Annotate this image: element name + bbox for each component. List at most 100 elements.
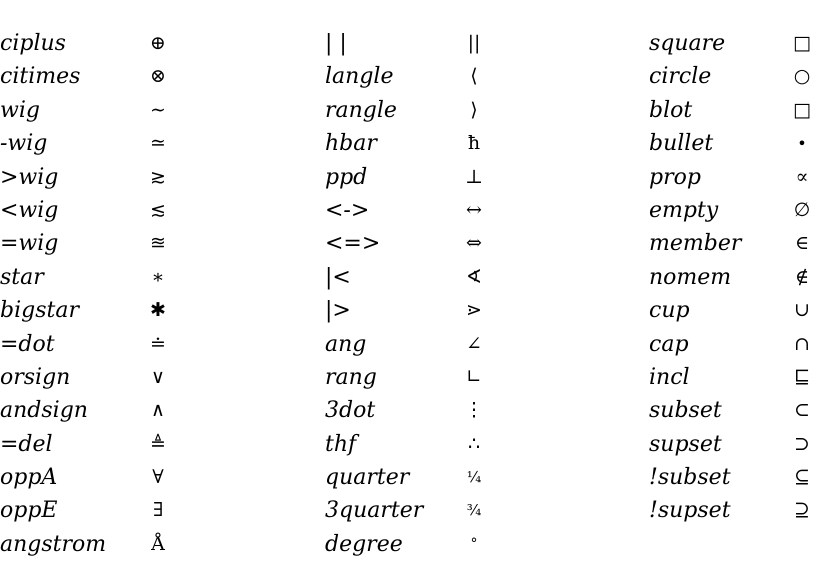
symbol-glyph: ⟩: [470, 98, 478, 121]
table-row: =wig ≊ <=> ⇔ member ∈: [0, 227, 816, 260]
symbol-name: member: [649, 231, 742, 257]
symbol-glyph: ∀: [152, 466, 164, 489]
symbol-glyph: ∼: [150, 98, 166, 121]
symbol-glyph: ∨: [151, 365, 165, 388]
symbol-name: orsign: [0, 364, 71, 390]
symbol-glyph: □: [793, 98, 811, 121]
symbol-name: cap: [649, 331, 689, 357]
symbol-name: andsign: [0, 398, 88, 424]
symbol-glyph: ||: [467, 32, 481, 54]
symbol-glyph: ○: [793, 65, 811, 88]
symbol-name: empty: [649, 197, 719, 223]
symbol-name: rang: [325, 364, 377, 390]
table-row: oppE ∃ 3quarter ¾ !supset ⊇: [0, 494, 816, 527]
symbol-glyph: ⟨: [470, 65, 478, 88]
symbol-glyph: ⊗: [150, 65, 166, 88]
symbol-glyph: ¾: [466, 501, 482, 520]
table-row: orsign ∨ rang ∟ incl ⊑: [0, 361, 816, 394]
symbol-name: !subset: [649, 465, 731, 491]
symbol-name: 3dot: [325, 398, 376, 424]
symbol-glyph: °: [470, 535, 478, 552]
symbol-name: ciplus: [0, 31, 66, 56]
symbol-name: oppE: [0, 498, 58, 524]
symbol-glyph: ⊥: [465, 165, 483, 188]
symbol-glyph: ∈: [794, 232, 810, 255]
symbol-glyph: ≳: [150, 165, 166, 188]
symbol-glyph: ⊇: [794, 499, 810, 522]
table-row: star∗|<∢nomem∉: [0, 261, 816, 294]
symbol-name: prop: [649, 164, 701, 190]
symbol-glyph: ∴: [467, 432, 481, 455]
symbol-glyph: ¼: [466, 468, 482, 487]
symbol-glyph: ≲: [150, 198, 166, 221]
symbol-name: thf: [325, 431, 357, 457]
symbol-name: blot: [649, 97, 693, 123]
table-row: citimes ⊗ langle ⟨ circle ○: [0, 60, 816, 93]
symbol-name: bigstar: [0, 298, 79, 324]
symbol-glyph: ≊: [150, 232, 166, 255]
symbol-name: supset: [649, 431, 722, 457]
symbol-glyph: ⊆: [794, 466, 810, 489]
symbol-name: |>: [325, 298, 351, 324]
symbol-name: =wig: [0, 231, 59, 257]
symbol-name: star: [0, 264, 44, 290]
symbol-name: subset: [649, 398, 722, 424]
symbol-name: langle: [325, 64, 394, 90]
symbol-name: hbar: [325, 131, 377, 157]
symbol-name: =dot: [0, 331, 55, 357]
symbol-name: <->: [325, 197, 370, 223]
symbol-glyph: ⋗: [466, 299, 482, 322]
symbol-name: !supset: [649, 498, 731, 524]
symbol-name: =del: [0, 431, 53, 457]
symbol-name: >wig: [0, 164, 59, 190]
symbol-name: -wig: [0, 131, 48, 157]
table-row: =del ≜ thf ∴ supset ⊃: [0, 428, 816, 461]
symbol-name: <wig: [0, 197, 59, 223]
symbol-glyph: ⊑: [793, 365, 811, 388]
symbol-glyph: □: [793, 32, 811, 54]
symbol-name: wig: [0, 97, 40, 123]
symbol-glyph: ∝: [795, 165, 809, 188]
symbol-glyph: ∢: [466, 265, 482, 288]
symbol-name: 3quarter: [325, 498, 424, 524]
symbol-glyph: ≃: [150, 132, 166, 155]
symbol-glyph: ⋮: [464, 399, 484, 422]
symbol-glyph: ≜: [150, 432, 166, 455]
symbol-glyph: •: [797, 134, 807, 154]
table-row: andsign ∧ 3dot ⋮ subset ⊂: [0, 394, 816, 427]
symbol-glyph: ∅: [793, 198, 811, 221]
symbol-glyph: ∪: [794, 299, 810, 322]
symbol-name: cup: [649, 298, 690, 324]
symbol-name: square: [649, 31, 726, 56]
symbol-glyph: ∧: [151, 399, 165, 422]
symbol-glyph: ∗: [151, 265, 165, 288]
table-row: <wig ≲ <-> ↔ empty ∅: [0, 194, 816, 227]
table-row: bigstar ✱ |> ⋗ cup ∪: [0, 294, 816, 327]
symbol-glyph: Å: [151, 532, 165, 555]
symbol-glyph: ⊃: [794, 432, 810, 455]
symbol-name: angstrom: [0, 531, 107, 557]
symbol-name: <=>: [325, 231, 381, 257]
symbol-glyph: ↔: [466, 198, 482, 221]
symbol-name: ppd: [325, 164, 368, 190]
symbol-name: bullet: [649, 131, 714, 157]
symbol-name: ang: [325, 331, 367, 357]
symbol-name: rangle: [325, 97, 397, 123]
symbol-glyph: ✱: [150, 299, 166, 322]
symbol-glyph: ∠: [466, 332, 482, 355]
table-row: ciplus⊕| |||square□: [0, 27, 816, 60]
symbol-name: circle: [649, 64, 712, 90]
symbol-glyph: ⇔: [466, 232, 482, 255]
symbol-name: incl: [649, 364, 690, 390]
symbol-name: |<: [325, 264, 351, 290]
symbol-glyph: ∃: [152, 499, 164, 522]
symbol-name: citimes: [0, 64, 81, 90]
symbol-glyph: ⊂: [794, 399, 810, 422]
symbol-name: nomem: [649, 264, 732, 290]
table-row: wig ∼ rangle ⟩ blot □: [0, 94, 816, 127]
symbol-glyph: ∟: [466, 365, 482, 388]
symbol-table: ciplus⊕| |||square□citimes⊗langle⟨circle…: [0, 27, 816, 561]
